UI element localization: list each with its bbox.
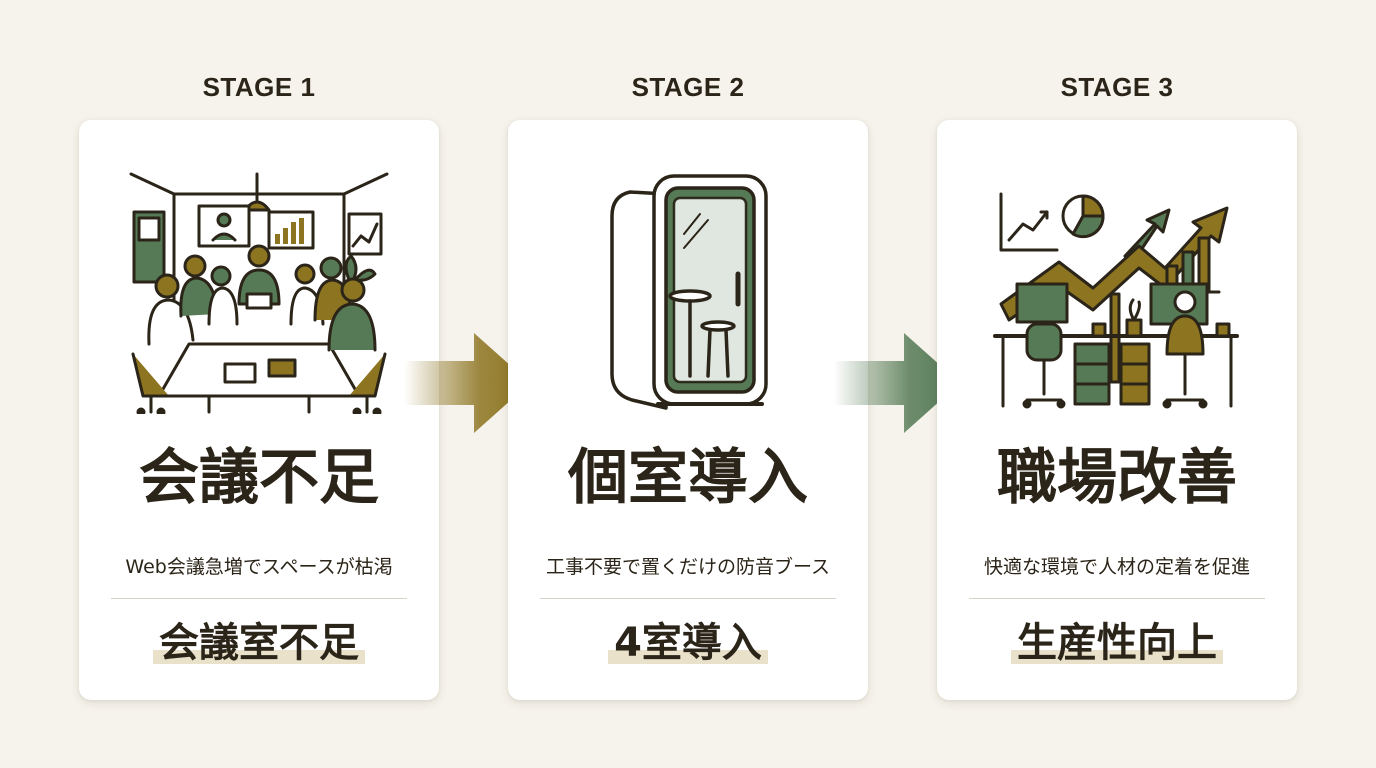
- arrow-right-icon: [834, 333, 960, 433]
- stage-3-title: 職場改善: [997, 443, 1237, 513]
- stage-1-title: 会議不足: [139, 443, 379, 513]
- stage-3-subtitle: 快適な環境で人材の定着を促進: [983, 556, 1250, 578]
- stage-2-divider: [540, 598, 836, 599]
- stage-1-result: 会議室不足: [153, 620, 365, 666]
- arrow-right-icon: [404, 333, 530, 433]
- stage-3-label: STAGE 3: [1060, 72, 1174, 102]
- stage-1-result-text: 会議室不足: [159, 620, 359, 666]
- stage-1-label: STAGE 1: [202, 72, 316, 102]
- result-highlight: [1011, 650, 1223, 664]
- stage-2-label: STAGE 2: [631, 72, 745, 102]
- stage-1-divider: [111, 598, 407, 599]
- stage-3-result-text: 生産性向上: [1017, 620, 1217, 666]
- stage-2-card: 個室導入 工事不要で置くだけの防音ブース 4室導入: [508, 120, 868, 700]
- crowded-meeting-room-icon: [129, 164, 389, 414]
- office-growth-icon: [987, 164, 1247, 414]
- stage-1-subtitle: Web会議急増でスペースが枯渇: [125, 556, 393, 578]
- stage-2-result: 4室導入: [608, 620, 768, 666]
- stage-1-card: 会議不足 Web会議急増でスペースが枯渇 会議室不足: [79, 120, 439, 700]
- stage-2-title: 個室導入: [568, 443, 808, 513]
- result-highlight: [153, 650, 365, 664]
- stage-3-result: 生産性向上: [1011, 620, 1223, 666]
- stage-3-card: 職場改善 快適な環境で人材の定着を促進 生産性向上: [937, 120, 1297, 700]
- stage-3-divider: [969, 598, 1265, 599]
- stage-2-subtitle: 工事不要で置くだけの防音ブース: [545, 556, 831, 578]
- stage-2-result-text: 4室導入: [614, 620, 762, 666]
- phone-booth-icon: [558, 164, 818, 414]
- result-highlight: [608, 650, 768, 664]
